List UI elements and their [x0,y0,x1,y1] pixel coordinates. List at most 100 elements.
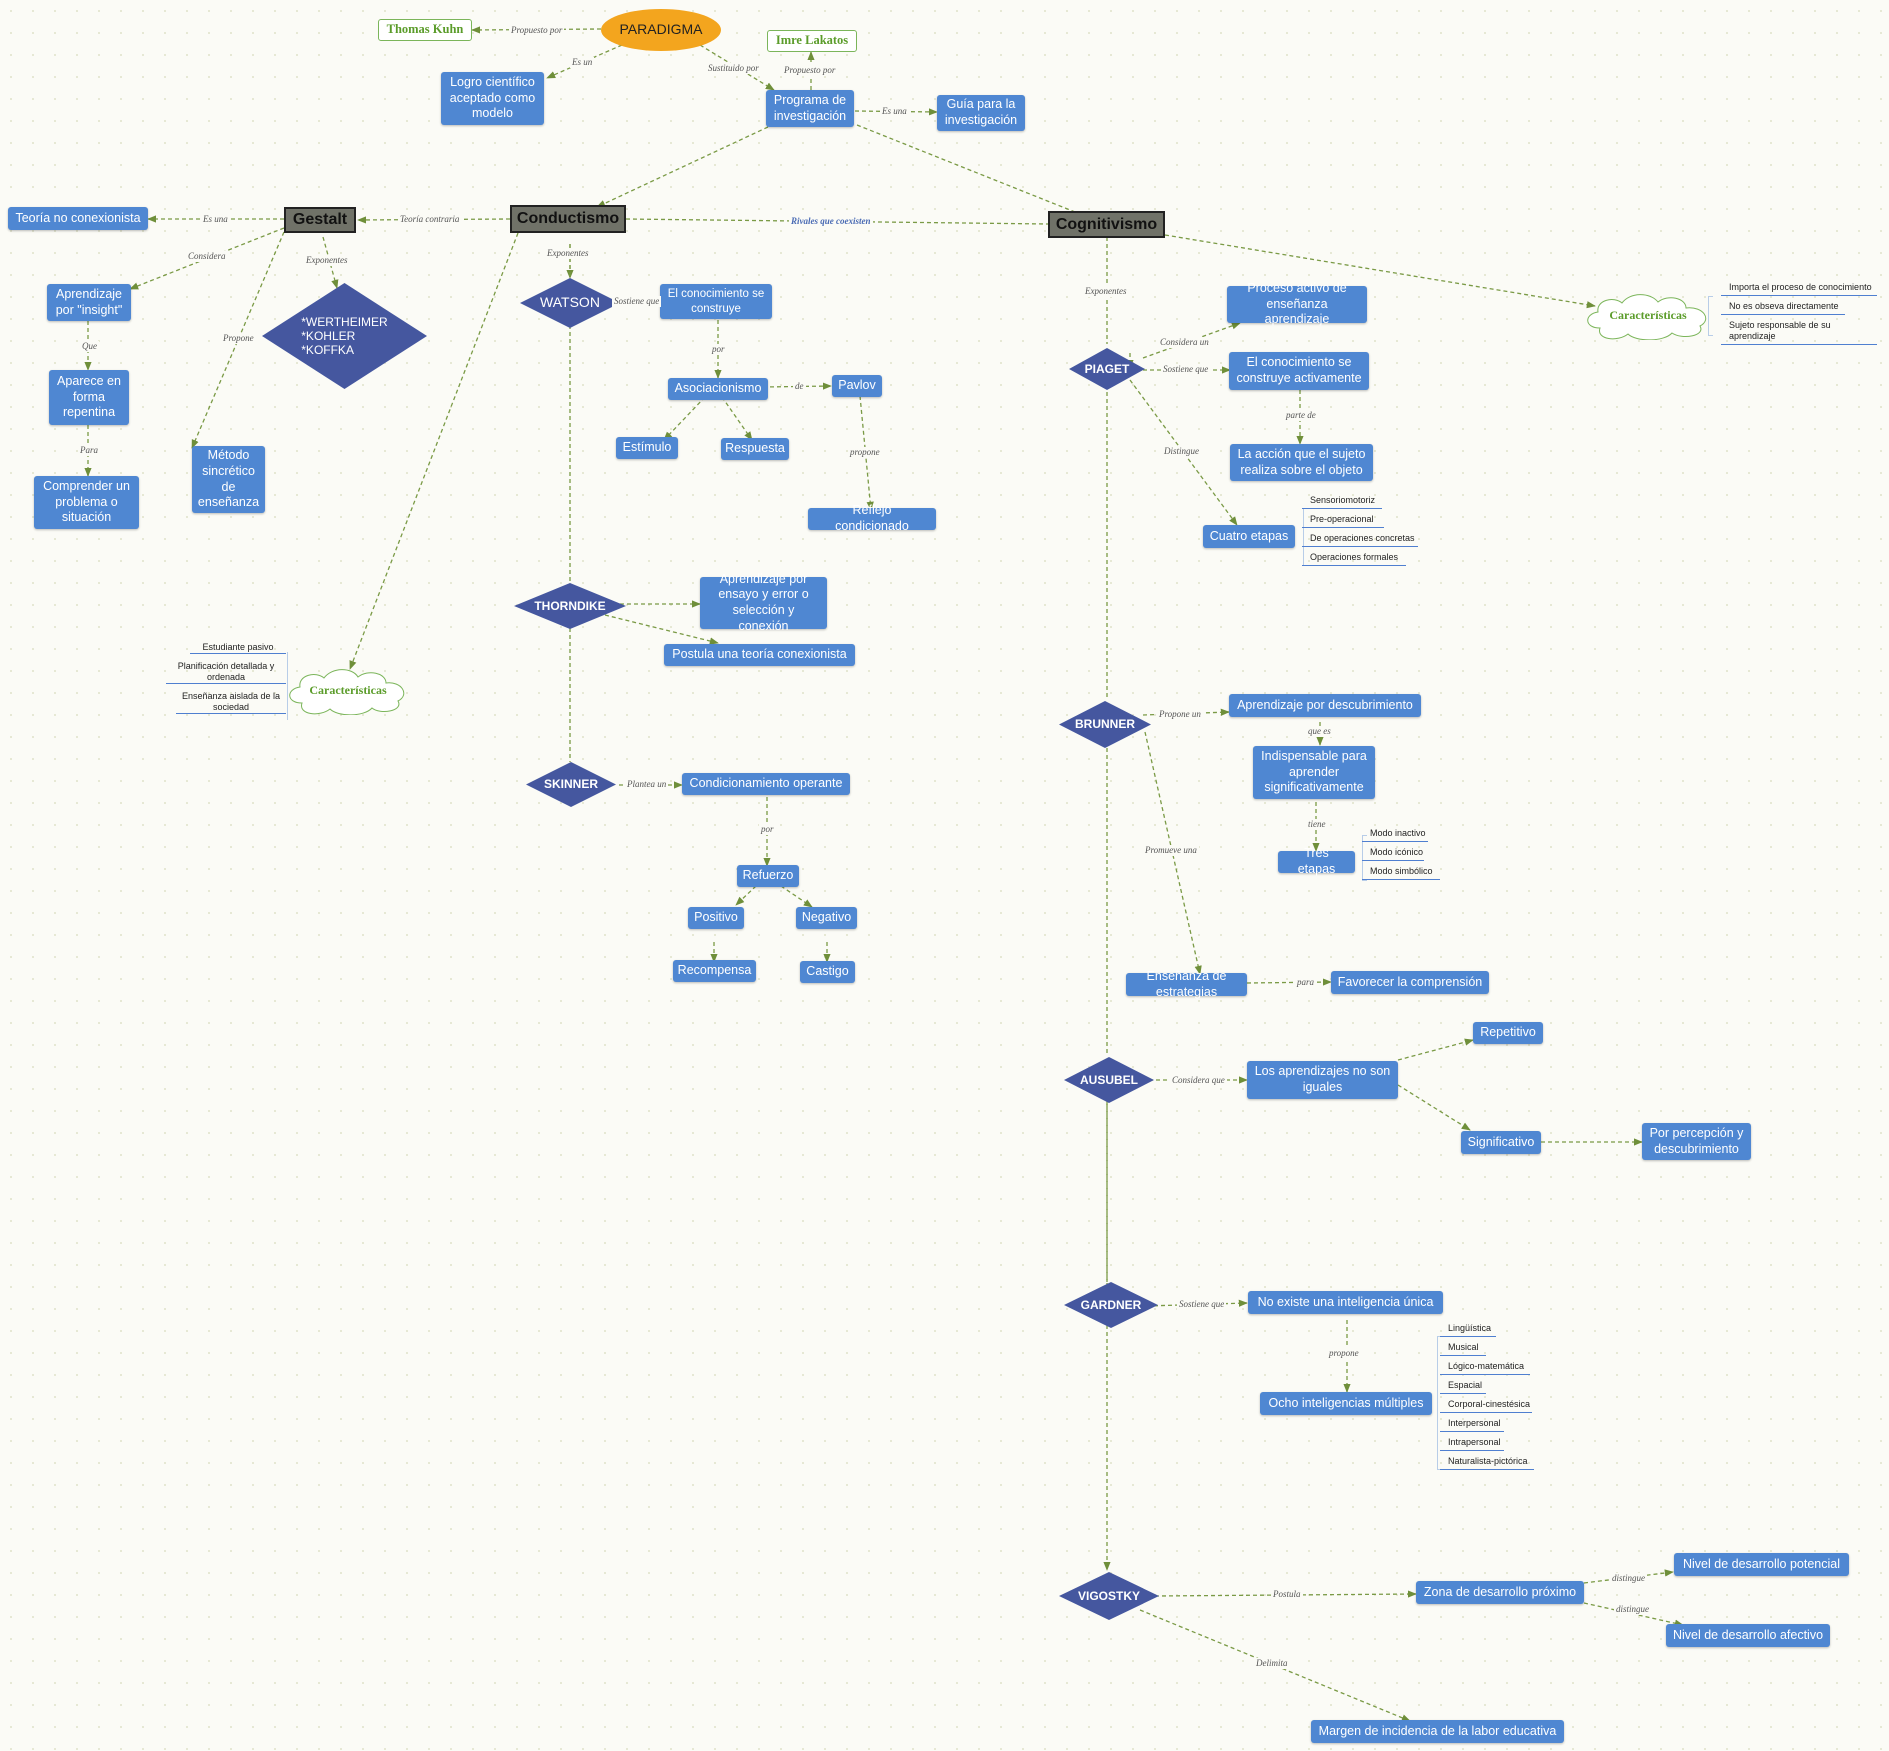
logro-cientifico-node[interactable]: Logro científico aceptado como modelo [441,72,544,125]
cuatro-etapas-node[interactable]: Cuatro etapas [1203,525,1295,548]
inteligencia-8: Naturalista-pictórica [1440,1456,1534,1470]
piaget-diamond[interactable]: PIAGET [1069,348,1145,390]
negativo-node[interactable]: Negativo [796,907,857,929]
label-sostiene-watson: Sostiene que [612,296,662,307]
gestalt-exponentes-diamond[interactable]: *WERTHEIMER *KOHLER *KOFFKA [262,283,427,389]
tres-etapas-node[interactable]: Tres etapas [1278,846,1355,876]
label-para-brunner: para [1295,977,1317,988]
refuerzo-node[interactable]: Refuerzo [737,865,799,887]
imre-lakatos-node[interactable]: Imre Lakatos [767,30,857,52]
caracteristica-cognitivismo-1: Importa el proceso de conocimiento [1721,282,1877,296]
accion-sujeto-node[interactable]: La acción que el sujeto realiza sobre el… [1230,444,1373,481]
label-propone-brunner: Propone un [1157,709,1203,720]
label-es-un: Es un [570,57,595,68]
inteligencias-bracket [1437,1336,1442,1470]
brunner-etapa-1: Modo inactivo [1362,828,1428,842]
piaget-etapa-2: Pre-operacional [1302,514,1384,528]
teoria-no-conexionista-node[interactable]: Teoría no conexionista [8,207,148,230]
proceso-activo-node[interactable]: Proceso activo de enseñanza aprendizaje [1227,281,1367,326]
pavlov-node[interactable]: Pavlov [832,375,882,397]
thorndike-label: THORNDIKE [534,598,606,613]
label-considera-ausubel: Considera que [1170,1075,1227,1086]
indispensable-node[interactable]: Indispensable para aprender significativ… [1253,746,1375,799]
label-es-una-gestalt: Es una [201,214,230,225]
label-propuesto-lakatos: Propuesto por [782,65,838,76]
skinner-label: SKINNER [543,777,598,791]
label-parte-de: parte de [1284,410,1318,421]
label-exponentes-cond: Exponentes [545,248,591,259]
label-propone-gardner: propone [1327,1348,1361,1359]
vigotsky-diamond[interactable]: VIGOSTKY [1059,1572,1159,1620]
inteligencia-unica-node[interactable]: No existe una inteligencia única [1248,1291,1443,1314]
inteligencia-3: Lógico-matemática [1440,1361,1530,1375]
brunner-etapa-3: Modo simbólico [1362,866,1440,880]
zona-desarrollo-node[interactable]: Zona de desarrollo próximo [1416,1581,1584,1604]
skinner-diamond[interactable]: SKINNER [526,762,616,807]
aprendizaje-insight-node[interactable]: Aprendizaje por "insight" [47,284,131,321]
significativo-node[interactable]: Significativo [1461,1131,1541,1154]
metodo-sincretico-node[interactable]: Método sincrético de enseñanza [192,446,265,513]
recompensa-node[interactable]: Recompensa [673,960,756,982]
caracteristicas-conductismo-cloud[interactable]: Características [280,665,416,715]
favorecer-comprension-node[interactable]: Favorecer la comprensión [1331,971,1489,994]
percepcion-descubrimiento-node[interactable]: Por percepción y descubrimiento [1642,1123,1751,1160]
nivel-potencial-node[interactable]: Nivel de desarrollo potencial [1674,1553,1849,1576]
guia-investigacion-node[interactable]: Guía para la investigación [937,95,1025,131]
inteligencia-5: Corporal-cinestésica [1440,1399,1532,1413]
caracteristica-conductismo-1: Estudiante pasivo [190,642,286,654]
reflejo-condicionado-node[interactable]: Reflejo condicionado [808,503,936,533]
nivel-afectivo-node[interactable]: Nivel de desarrollo afectivo [1666,1624,1830,1647]
exponente-kohler: *KOHLER [301,329,356,343]
positivo-node[interactable]: Positivo [688,907,744,929]
exponente-wertheimer: *WERTHEIMER [301,315,388,329]
estimulo-node[interactable]: Estímulo [616,437,678,459]
inteligencia-2: Musical [1440,1342,1486,1356]
ausubel-diamond[interactable]: AUSUBEL [1064,1057,1154,1103]
label-distingue-2: distingue [1614,1604,1651,1615]
thomas-kuhn-node[interactable]: Thomas Kuhn [378,19,472,41]
aprendizajes-no-iguales-node[interactable]: Los aprendizajes no son iguales [1247,1061,1398,1099]
exponente-koffka: *KOFFKA [301,343,354,357]
programa-investigacion-node[interactable]: Programa de investigación [766,90,854,127]
asociacionismo-node[interactable]: Asociacionismo [668,378,768,400]
ensayo-error-node[interactable]: Aprendizaje por ensayo y error o selecci… [700,572,827,633]
conocimiento-activamente-node[interactable]: El conocimiento se construye activamente [1229,352,1369,390]
aprendizaje-descubrimiento-node[interactable]: Aprendizaje por descubrimiento [1229,694,1421,717]
paradigma-node[interactable]: PARADIGMA [601,9,721,51]
label-sostiene-piaget: Sostiene que [1161,364,1211,375]
label-para-gestalt: Para [78,445,100,456]
castigo-node[interactable]: Castigo [800,961,855,983]
cognitivismo-node[interactable]: Cognitivismo [1048,211,1165,238]
piaget-etapa-1: Sensoriomotoriz [1302,495,1382,509]
gardner-diamond[interactable]: GARDNER [1064,1282,1158,1328]
caracteristica-cognitivismo-2: No es obseva directamente [1721,301,1845,315]
gestalt-node[interactable]: Gestalt [284,207,356,233]
conocimiento-construye-node[interactable]: El conocimiento se construye [660,284,772,319]
respuesta-node[interactable]: Respuesta [721,438,789,460]
piaget-etapa-3: De operaciones concretas [1302,533,1418,547]
conductismo-node[interactable]: Conductismo [510,205,626,233]
label-rivales: Rivales que coexisten [789,216,873,227]
margen-incidencia-node[interactable]: Margen de incidencia de la labor educati… [1311,1720,1564,1743]
brunner-diamond[interactable]: BRUNNER [1059,701,1151,748]
aparece-repentina-node[interactable]: Aparece en forma repentina [49,370,129,425]
comprender-problema-node[interactable]: Comprender un problema o situación [34,476,139,529]
caracteristicas-conductismo-bracket [287,652,288,720]
ensenanza-estrategias-node[interactable]: Enseñanza de estrategias [1126,969,1247,999]
thorndike-diamond[interactable]: THORNDIKE [514,583,626,629]
label-exponentes-cog: Exponentes [1083,286,1129,297]
ocho-inteligencias-node[interactable]: Ocho inteligencias múltiples [1260,1392,1432,1415]
caracteristica-conductismo-3: Enseñanza aislada de la sociedad [176,691,286,714]
label-considera: Considera [186,251,228,262]
label-por-skinner: por [759,824,776,835]
caracteristica-cognitivismo-3: Sujeto responsable de su aprendizaje [1721,320,1877,345]
gardner-label: GARDNER [1080,1297,1142,1312]
inteligencia-4: Espacial [1440,1380,1486,1394]
teoria-conexionista-node[interactable]: Postula una teoría conexionista [664,644,855,666]
repetitivo-node[interactable]: Repetitivo [1473,1022,1543,1044]
caracteristicas-cognitivismo-cloud[interactable]: Características [1578,290,1718,340]
watson-diamond[interactable]: WATSON [520,278,620,328]
piaget-etapa-4: Operaciones formales [1302,552,1406,566]
condicionamiento-operante-node[interactable]: Condicionamiento operante [682,773,850,795]
